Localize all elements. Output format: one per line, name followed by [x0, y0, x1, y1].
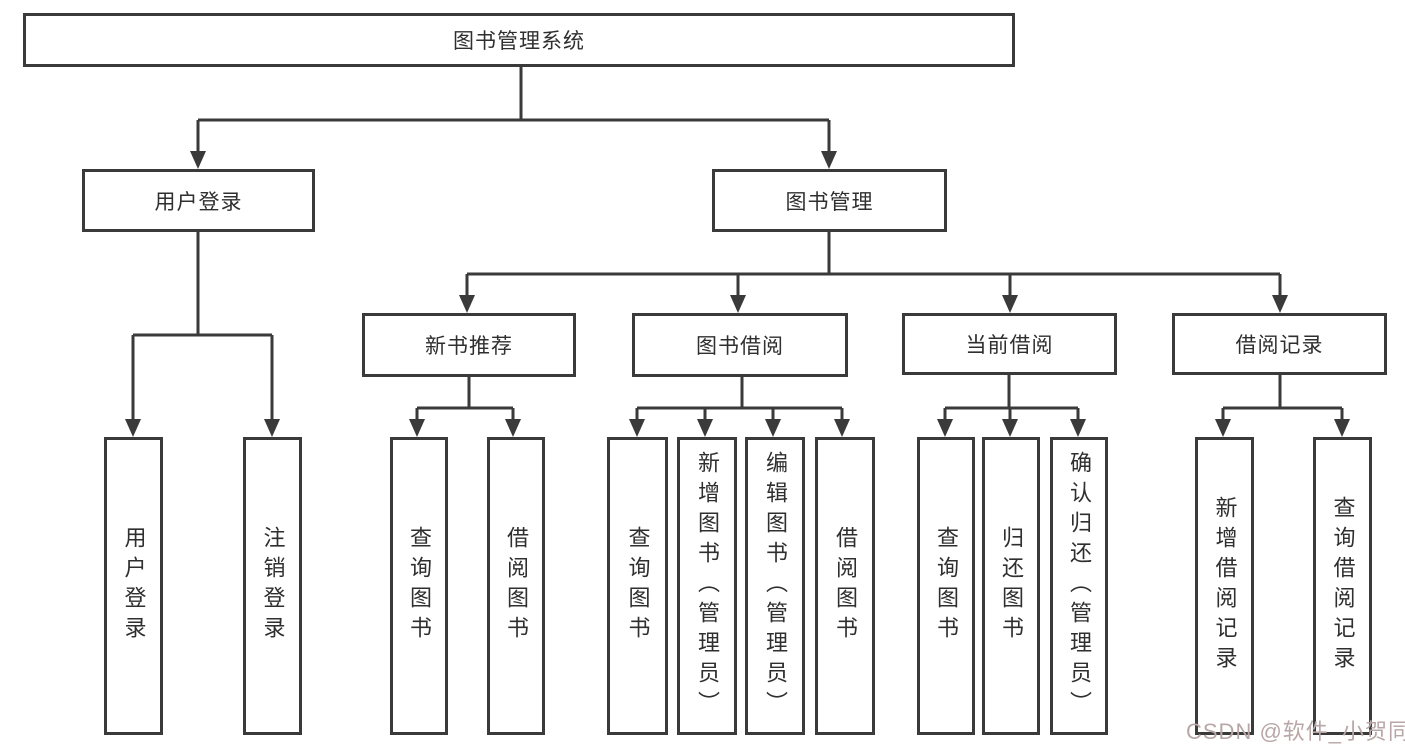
node-current-borrow: 当前借阅 [902, 313, 1117, 375]
node-borrow-records: 借阅记录 [1172, 313, 1387, 375]
leaf-borrow-query: 查询图书 [607, 437, 668, 735]
leaf-record-query: 查询借阅记录 [1313, 437, 1372, 735]
leaf-borrow-book: 借阅图书 [815, 437, 875, 735]
node-new-book-recommend: 新书推荐 [362, 313, 576, 377]
leaf-logout: 注销登录 [243, 437, 302, 735]
leaf-current-query: 查询图书 [917, 437, 975, 735]
leaf-newbook-query: 查询图书 [390, 437, 448, 735]
leaf-record-add: 新增借阅记录 [1195, 437, 1254, 735]
leaf-newbook-borrow: 借阅图书 [487, 437, 545, 735]
root-node: 图书管理系统 [23, 13, 1015, 67]
node-book-management: 图书管理 [712, 169, 947, 232]
leaf-user-login: 用户登录 [104, 437, 163, 735]
node-book-borrow: 图书借阅 [632, 313, 848, 377]
watermark: CSDN @软件_小贺同学 [1186, 719, 1405, 744]
leaf-current-return: 归还图书 [982, 437, 1040, 735]
leaf-borrow-add-admin: 新增图书（管理员） [677, 437, 737, 735]
leaf-current-confirm-admin: 确认归还（管理员） [1050, 437, 1108, 735]
leaf-borrow-edit-admin: 编辑图书（管理员） [745, 437, 805, 735]
node-user-login: 用户登录 [82, 169, 315, 232]
